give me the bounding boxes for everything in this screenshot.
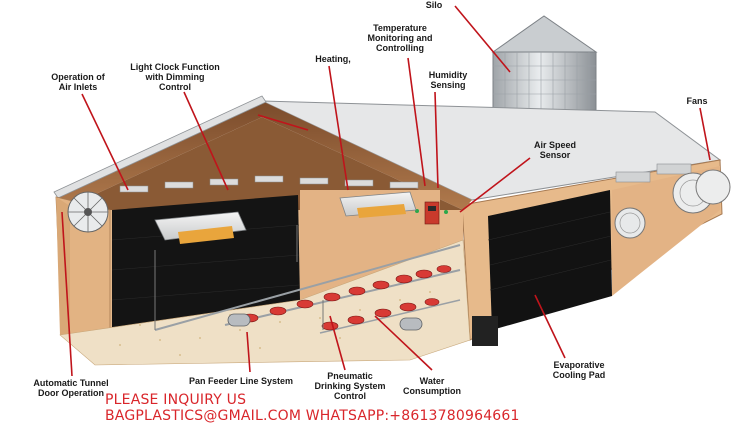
label-heating: Heating, bbox=[315, 54, 351, 64]
interior-roof bbox=[53, 95, 472, 214]
label-light-clock: Light Clock Function with Dimming Contro… bbox=[130, 62, 220, 92]
watermark-line-1: PLEASE INQUIRY US bbox=[105, 392, 247, 408]
label-water: Water Consumption bbox=[403, 376, 461, 396]
floor bbox=[59, 239, 471, 366]
label-silo: Silo bbox=[425, 0, 443, 10]
silo bbox=[491, 15, 598, 111]
feeder-and-drinker-lines bbox=[154, 244, 461, 334]
drum-motors bbox=[227, 313, 423, 331]
feed-hoppers bbox=[154, 225, 324, 330]
label-tunnel-door: Automatic Tunnel Door Operation bbox=[33, 378, 109, 398]
label-evaporative-pad: Evaporative Cooling Pad bbox=[552, 360, 606, 380]
watermark-line-2: BAGPLASTICS@GMAIL.COM WHATSAPP:+86137809… bbox=[105, 408, 520, 424]
exterior-side-wall bbox=[461, 159, 731, 346]
callout-lines bbox=[61, 5, 711, 377]
label-humidity: Humidity Sensing bbox=[428, 70, 468, 90]
heater-units bbox=[154, 191, 417, 244]
label-pneumatic: Pneumatic Drinking System Control bbox=[314, 371, 386, 401]
end-wall bbox=[56, 191, 109, 340]
label-fans: Fans bbox=[686, 96, 708, 106]
label-temperature: Temperature Monitoring and Controlling bbox=[367, 23, 433, 53]
label-air-speed: Air Speed Sensor bbox=[533, 140, 576, 160]
label-pan-feeder: Pan Feeder Line System bbox=[188, 376, 294, 386]
label-air-inlets: Operation of Air Inlets bbox=[51, 72, 105, 92]
